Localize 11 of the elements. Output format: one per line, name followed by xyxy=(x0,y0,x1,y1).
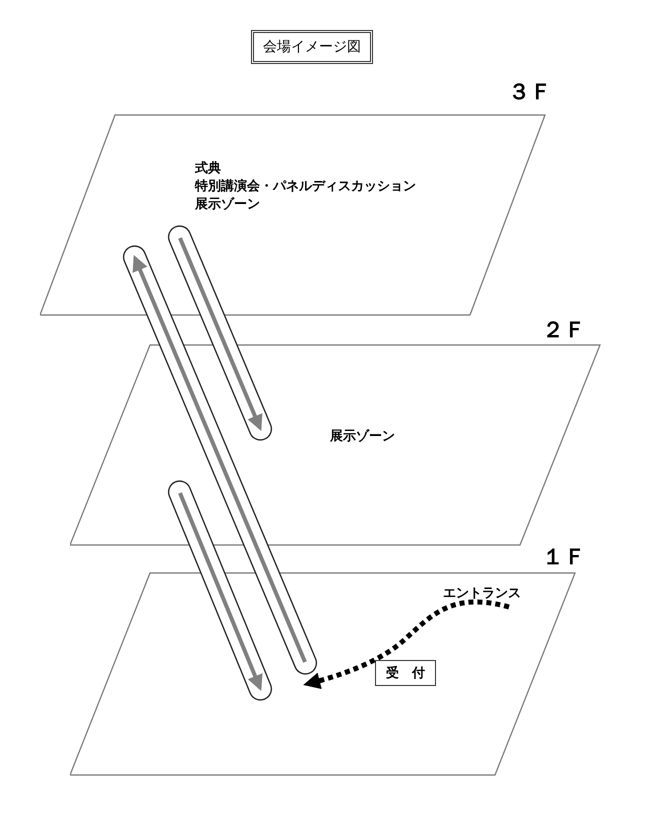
entrance-label: エントランス xyxy=(443,585,521,603)
floor-label: ２Ｆ xyxy=(542,318,586,344)
zone-label: 展示ゾーン xyxy=(330,428,395,446)
floor-label: １Ｆ xyxy=(542,545,586,571)
reception-box: 受 付 xyxy=(375,660,436,686)
title: 会場イメージ図 xyxy=(251,30,373,64)
dotted-arrow xyxy=(303,600,510,690)
zone-label: 特別講演会・パネルディスカッション xyxy=(195,178,416,196)
floor-label: ３Ｆ xyxy=(508,80,552,106)
zone-label: 式典 xyxy=(195,160,221,178)
zone-label: 展示ゾーン xyxy=(195,196,260,214)
